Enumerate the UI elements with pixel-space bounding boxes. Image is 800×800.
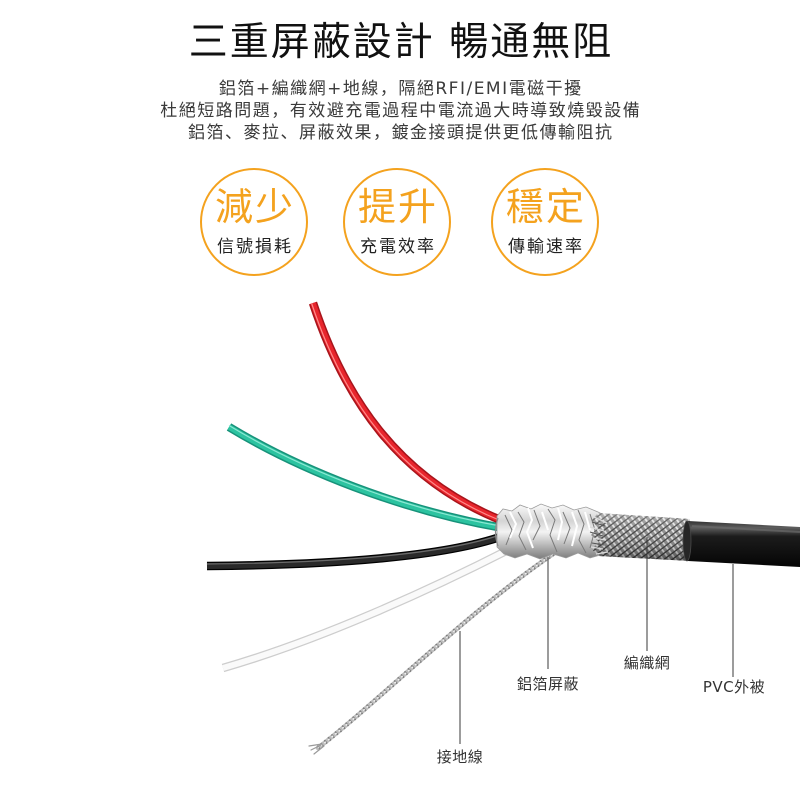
label-braided-mesh: 編織網 (624, 654, 671, 672)
aluminum-foil-shield (494, 503, 605, 560)
page-title: 三重屏蔽設計 暢通無阻 (188, 20, 614, 65)
label-foil-shield: 鋁箔屏蔽 (517, 675, 579, 693)
feature-caption: 信號損耗 (217, 237, 293, 257)
feature-badge-transfer-speed: 穩定 傳輸速率 (491, 168, 599, 276)
feature-caption: 充電效率 (360, 237, 436, 257)
description-line-3: 鋁箔、麥拉、屏蔽效果，鍍金接頭提供更低傳輸阻抗 (188, 123, 614, 143)
feature-headline: 提升 (357, 185, 438, 229)
white-wire (221, 544, 514, 673)
description-line-1: 鋁箔+編織網+地線，隔絕RFI/EMI電磁干擾 (218, 79, 583, 99)
feature-badge-charging-efficiency: 提升 充電效率 (343, 168, 451, 276)
ground-wire (308, 549, 559, 755)
feature-headline: 穩定 (505, 185, 586, 229)
red-wire (308, 301, 505, 525)
cable-cross-section-diagram: 鋁箔屏蔽 編織網 PVC外被 接地線 (206, 301, 800, 766)
feature-headline: 減少 (214, 185, 295, 229)
description-line-2: 杜絕短路問題，有效避充電過程中電流過大時導致燒毀設備 (160, 101, 642, 121)
description: 鋁箔+編織網+地線，隔絕RFI/EMI電磁干擾 杜絕短路問題，有效避充電過程中電… (0, 78, 800, 144)
green-wire (226, 423, 504, 533)
label-pvc-jacket: PVC外被 (703, 678, 765, 696)
feature-caption: 傳輸速率 (508, 237, 584, 257)
pvc-jacket (682, 520, 800, 567)
braided-mesh-shield (589, 513, 690, 561)
black-wire (206, 531, 505, 571)
feature-badge-signal-loss: 減少 信號損耗 (200, 168, 308, 276)
label-ground-wire: 接地線 (437, 748, 484, 766)
